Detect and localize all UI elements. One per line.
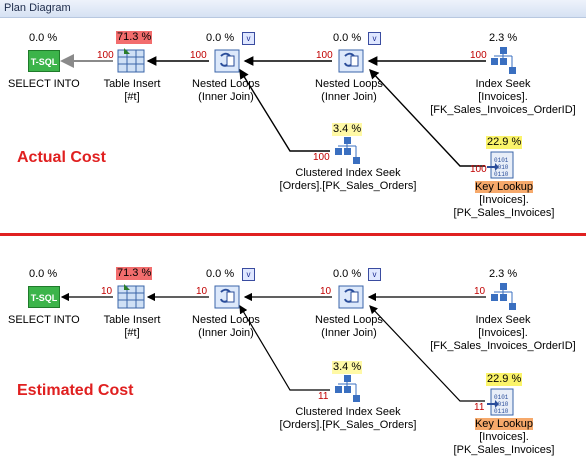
svg-text:0110: 0110 <box>494 408 509 415</box>
nested-loops-cost: 0.0 % <box>206 32 235 44</box>
key-lookup-label: Key Lookup [Invoices]. [PK_Sales_Invoice… <box>453 418 555 456</box>
key-lookup-label: Key Lookup [Invoices]. [PK_Sales_Invoice… <box>453 181 555 219</box>
parallelism-icon: v <box>242 268 255 281</box>
select-into-label: SELECT INTO <box>8 78 80 90</box>
svg-text:T-SQL: T-SQL <box>31 57 58 67</box>
nested-loops-icon[interactable] <box>336 283 366 316</box>
nested-loops-label: Nested Loops (Inner Join) <box>192 314 260 339</box>
key-lookup-cost: 22.9 % <box>486 373 523 386</box>
section-title: Actual Cost <box>17 149 106 166</box>
index-seek-icon[interactable] <box>488 46 518 81</box>
svg-text:0101: 0101 <box>494 157 509 164</box>
nested-loops-icon[interactable] <box>212 283 242 316</box>
svg-text:0110: 0110 <box>494 171 509 178</box>
table-insert-icon[interactable] <box>116 46 146 79</box>
row-count-label: 10 <box>196 286 208 297</box>
clustered-index-seek-label: Clustered Index Seek [Orders].[PK_Sales_… <box>279 167 417 192</box>
row-count-label: 100 <box>190 50 207 61</box>
nested-loops-cost: 0.0 % <box>333 268 362 280</box>
nested-loops-label: Nested Loops (Inner Join) <box>315 314 383 339</box>
plan-diagram-canvas[interactable]: 0.0 % T-SQL SELECT INTO 71.3 % 100 Table… <box>0 18 586 462</box>
svg-text:1010: 1010 <box>494 164 509 171</box>
window-title: Plan Diagram <box>4 2 71 14</box>
clustered-index-seek-icon[interactable] <box>332 374 362 409</box>
index-seek-cost: 2.3 % <box>489 268 518 280</box>
nested-loops-icon[interactable] <box>212 47 242 80</box>
window-titlebar: Plan Diagram <box>0 0 586 18</box>
row-count-label: 100 <box>470 50 487 61</box>
section-divider <box>0 233 586 236</box>
tsql-icon[interactable]: T-SQL <box>28 50 60 77</box>
row-count-label: 11 <box>318 391 329 402</box>
index-seek-icon[interactable] <box>488 282 518 317</box>
nested-loops-label: Nested Loops (Inner Join) <box>192 78 260 103</box>
parallelism-icon: v <box>368 268 381 281</box>
row-count-label: 11 <box>474 402 485 413</box>
select-into-cost: 0.0 % <box>29 32 58 44</box>
row-count-label: 10 <box>320 286 332 297</box>
index-seek-cost: 2.3 % <box>489 32 518 44</box>
table-insert-cost: 71.3 % <box>116 267 153 280</box>
row-count-label: 100 <box>316 50 333 61</box>
row-count-label: 100 <box>97 50 114 61</box>
index-seek-label: Index Seek [Invoices]. [FK_Sales_Invoice… <box>430 314 576 352</box>
svg-text:0101: 0101 <box>494 394 509 401</box>
clustered-index-seek-cost: 3.4 % <box>332 361 363 374</box>
svg-text:1010: 1010 <box>494 401 509 408</box>
nested-loops-cost: 0.0 % <box>206 268 235 280</box>
nested-loops-icon[interactable] <box>336 47 366 80</box>
plan-connectors <box>60 54 486 402</box>
clustered-index-seek-cost: 3.4 % <box>332 123 363 136</box>
row-count-label: 10 <box>101 286 113 297</box>
row-count-label: 100 <box>313 152 330 163</box>
table-insert-label: Table Insert [#t] <box>103 78 161 103</box>
parallelism-icon: v <box>242 32 255 45</box>
table-insert-cost: 71.3 % <box>116 31 153 44</box>
select-into-cost: 0.0 % <box>29 268 58 280</box>
parallelism-icon: v <box>368 32 381 45</box>
select-into-label: SELECT INTO <box>8 314 80 326</box>
nested-loops-cost: 0.0 % <box>333 32 362 44</box>
clustered-index-seek-label: Clustered Index Seek [Orders].[PK_Sales_… <box>279 406 417 431</box>
svg-text:T-SQL: T-SQL <box>31 293 58 303</box>
tsql-icon[interactable]: T-SQL <box>28 286 60 313</box>
key-lookup-cost: 22.9 % <box>486 136 523 149</box>
nested-loops-label: Nested Loops (Inner Join) <box>315 78 383 103</box>
row-count-label: 10 <box>474 286 486 297</box>
table-insert-icon[interactable] <box>116 282 146 315</box>
table-insert-label: Table Insert [#t] <box>103 314 161 339</box>
section-title: Estimated Cost <box>17 382 134 399</box>
row-count-label: 100 <box>470 164 487 175</box>
clustered-index-seek-icon[interactable] <box>332 136 362 171</box>
index-seek-label: Index Seek [Invoices]. [FK_Sales_Invoice… <box>430 78 576 116</box>
